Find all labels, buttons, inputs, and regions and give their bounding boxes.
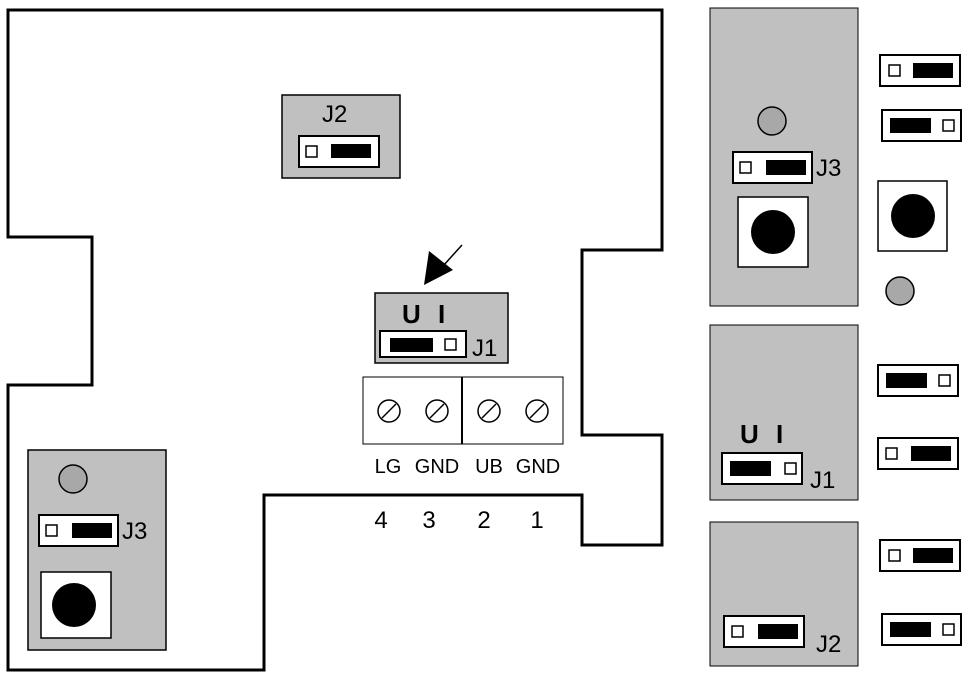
terminal-label-ub: UB [475, 456, 503, 478]
terminal-label-lg: LG [375, 456, 402, 478]
board-j1-u-label: U [402, 299, 421, 329]
option-j3-led [885, 276, 915, 306]
board-j1-jumper[interactable] [379, 330, 467, 358]
detail-j3-jumper[interactable] [732, 151, 813, 184]
board-j1-i-label: I [438, 299, 445, 329]
terminal-number-2: 2 [477, 507, 490, 534]
detail-j3-label: J3 [816, 155, 841, 182]
board-j1-label: J1 [472, 335, 497, 362]
board-j3-jumper[interactable] [38, 514, 119, 547]
board-j2-jumper[interactable] [298, 135, 380, 168]
detail-j3-button[interactable] [737, 196, 809, 268]
terminal-label-gnd-1: GND [516, 456, 560, 478]
detail-j2-jumper[interactable] [723, 615, 805, 648]
terminal-screw-2[interactable] [477, 399, 501, 423]
detail-j1-u-label: U [740, 419, 759, 449]
board-j3-led [58, 464, 88, 494]
option-j3-jumper-a[interactable] [879, 54, 961, 87]
board-j2-label: J2 [322, 101, 347, 128]
option-j2-jumper-a[interactable] [879, 539, 961, 572]
terminal-screw-4[interactable] [377, 399, 401, 423]
terminal-number-3: 3 [422, 507, 435, 534]
detail-j1-i-label: I [776, 419, 783, 449]
option-j2-jumper-b[interactable] [881, 613, 962, 646]
option-j1-jumper-a[interactable] [877, 364, 959, 397]
terminal-block [362, 376, 564, 445]
terminal-label-gnd-3: GND [415, 456, 459, 478]
terminal-screw-3[interactable] [425, 399, 449, 423]
option-j3-button[interactable] [877, 180, 948, 252]
terminal-number-4: 4 [374, 507, 387, 534]
board-j2-panel: J2 [281, 94, 401, 179]
terminal-screw-1[interactable] [525, 399, 549, 423]
detail-j1-label: J1 [810, 467, 835, 494]
detail-j1-jumper[interactable] [721, 452, 803, 485]
board-j3-button[interactable] [40, 571, 112, 639]
option-j3-jumper-b[interactable] [881, 109, 962, 142]
board-outline [6, 8, 664, 672]
option-j1-jumper-b[interactable] [877, 437, 959, 470]
board-j3-panel: J3 [27, 449, 167, 651]
pointer-arrow [424, 244, 463, 285]
board-j3-label: J3 [122, 518, 147, 545]
board-j1-panel: U I J1 [374, 292, 509, 364]
detail-j1-panel: U I J1 [709, 324, 859, 501]
detail-j3-led [757, 106, 787, 136]
detail-j3-panel: J3 [709, 7, 859, 307]
detail-j2-panel: J2 [709, 521, 859, 667]
terminal-number-1: 1 [530, 507, 543, 534]
detail-j2-label: J2 [816, 631, 841, 658]
